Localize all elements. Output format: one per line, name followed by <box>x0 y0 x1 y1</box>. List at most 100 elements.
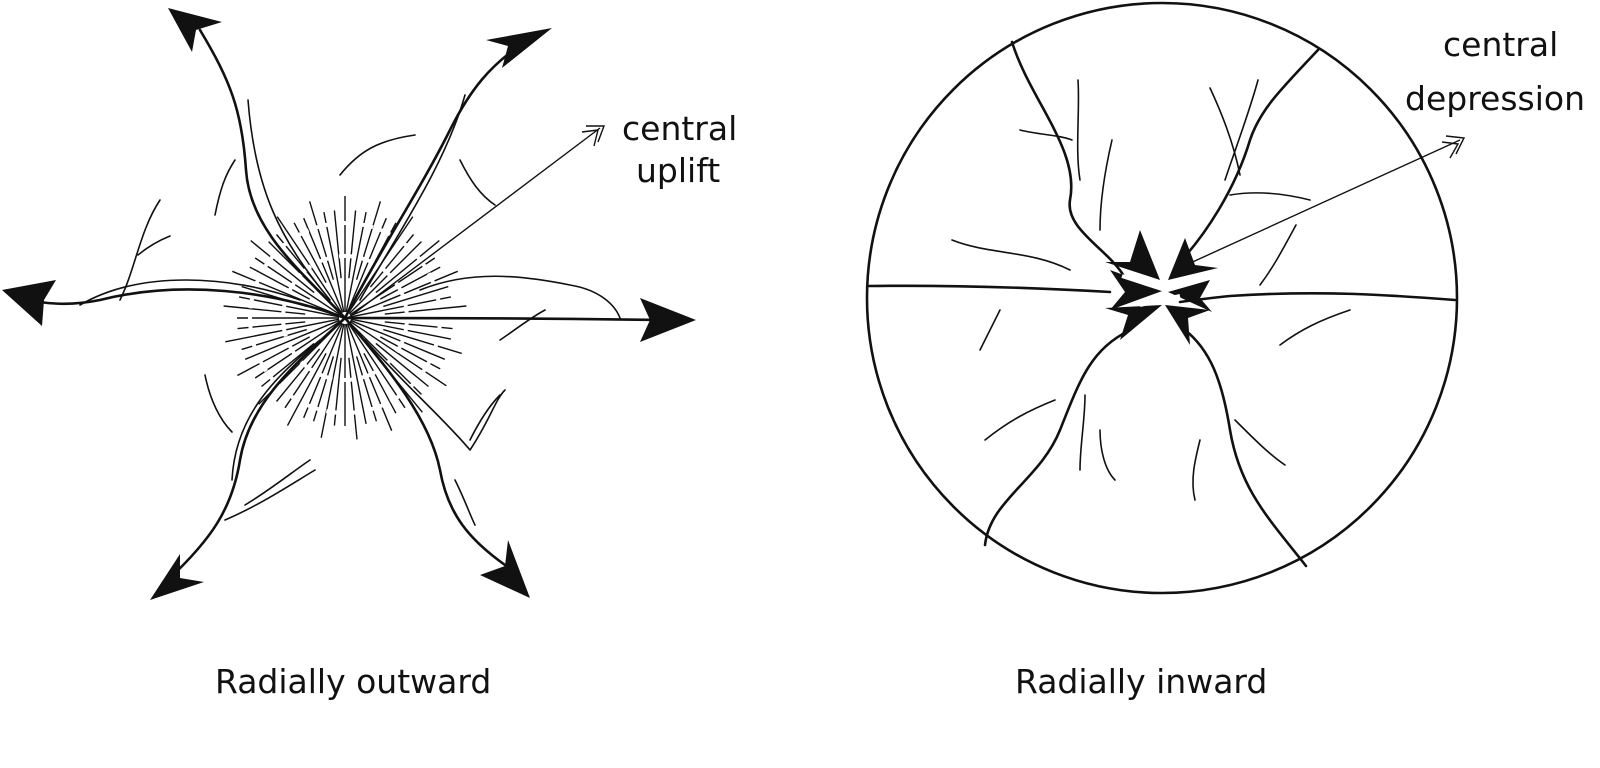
stream-right <box>343 316 662 322</box>
uplift-ray <box>350 319 446 360</box>
tributary <box>469 394 501 441</box>
arrowhead-lower-left <box>150 554 204 600</box>
stream-east <box>1178 291 1457 304</box>
center-slit-b <box>1139 294 1181 307</box>
outward-streams <box>23 28 662 580</box>
tributary <box>499 309 546 341</box>
uplift-ray <box>225 318 340 343</box>
arrowhead-ne <box>1168 238 1218 280</box>
uplift-ray <box>375 342 429 388</box>
outward-caption: Radially outward <box>215 662 491 701</box>
uplift-ray <box>237 336 311 377</box>
stream-north-east <box>1178 48 1320 264</box>
arrowhead-left <box>2 280 56 326</box>
depression-leader-line <box>1174 139 1461 271</box>
uplift-ray <box>308 201 335 280</box>
arrowhead-upper-left <box>168 8 222 52</box>
uplift-label-line2: uplift <box>636 151 720 190</box>
uplift-ray <box>254 257 341 316</box>
uplift-ray <box>232 270 340 317</box>
uplift-ray <box>284 322 343 409</box>
uplift-ray <box>383 328 462 355</box>
uplift-ray <box>250 240 315 294</box>
tributary <box>1099 139 1113 231</box>
stream-south-west <box>983 328 1132 547</box>
uplift-ray <box>348 210 357 279</box>
uplift-ray <box>254 320 341 379</box>
arrowhead-right <box>640 298 696 342</box>
depression-label-line1: central <box>1443 25 1558 64</box>
uplift-ray <box>244 319 340 360</box>
uplift-ray <box>348 241 422 315</box>
stream-lower-right <box>343 316 507 567</box>
stream-upper-left-bank <box>247 99 331 301</box>
uplift-ray <box>303 217 344 313</box>
uplift-ray <box>323 211 345 313</box>
arrowhead-nw <box>1105 230 1160 280</box>
uplift-leader-line <box>347 127 601 319</box>
uplift-ray <box>348 321 422 395</box>
uplift-ray <box>333 210 342 279</box>
outward-tributaries <box>119 134 546 526</box>
tributary <box>1279 309 1351 346</box>
depression-label-line2: depression <box>1405 79 1585 118</box>
depression-leader-arrow-inner <box>1441 141 1460 159</box>
uplift-ray <box>375 240 440 294</box>
tributary <box>204 374 233 433</box>
stream-south-east <box>1183 328 1308 568</box>
tributary <box>1259 224 1297 286</box>
tributary <box>459 159 496 206</box>
outward-panel: central uplift Radially outward <box>2 8 737 701</box>
outward-arrowheads <box>2 8 696 600</box>
uplift-ray <box>286 352 327 426</box>
tributary <box>137 235 171 256</box>
tributary <box>244 459 311 506</box>
uplift-ray <box>346 217 387 313</box>
uplift-ray <box>383 285 449 308</box>
stream-north-west <box>1010 40 1127 280</box>
tributary <box>984 399 1056 441</box>
arrowhead-e <box>1168 280 1212 312</box>
tributary <box>119 199 161 301</box>
tributary <box>1192 439 1201 501</box>
stream-lower-left <box>168 316 347 580</box>
inward-panel: central depression Radially inward <box>865 1 1585 701</box>
uplift-ray <box>350 296 452 318</box>
tributary <box>1234 419 1286 466</box>
uplift-ray <box>223 305 306 315</box>
stream-lower-right-bank <box>364 339 506 451</box>
uplift-ray <box>275 348 321 402</box>
inward-tributaries <box>951 79 1351 501</box>
tributary <box>1079 394 1086 471</box>
stream-lower-left-bank <box>231 339 321 481</box>
uplift-ray <box>355 201 382 280</box>
center-slit-a <box>1121 274 1166 292</box>
uplift-ray <box>249 266 311 300</box>
arrowhead-se <box>1165 305 1210 345</box>
tributary <box>1076 79 1081 181</box>
stream-upper-left <box>198 28 347 320</box>
inward-arrowheads <box>1105 230 1218 345</box>
uplift-ray <box>303 323 344 419</box>
tributary <box>454 479 476 526</box>
tributary <box>1099 429 1116 481</box>
uplift-leader-arrow <box>586 125 606 143</box>
tributary <box>1019 129 1073 141</box>
tributary <box>214 159 236 216</box>
arrowhead-w <box>1110 270 1165 310</box>
stream-upper-right <box>343 40 527 320</box>
uplift-ray <box>345 323 367 425</box>
tributary <box>1209 87 1241 176</box>
central-depression-callout: central depression <box>1174 25 1585 271</box>
tributary <box>951 239 1071 271</box>
uplift-ray <box>349 320 447 387</box>
inward-streams <box>867 40 1457 568</box>
stream-left-bank <box>79 279 301 306</box>
uplift-ray <box>347 322 406 409</box>
stream-upper-right-bank <box>359 94 466 301</box>
inward-caption: Radially inward <box>1015 662 1267 701</box>
tributary <box>979 309 1001 351</box>
stream-left <box>23 288 347 320</box>
uplift-ray <box>238 296 340 318</box>
